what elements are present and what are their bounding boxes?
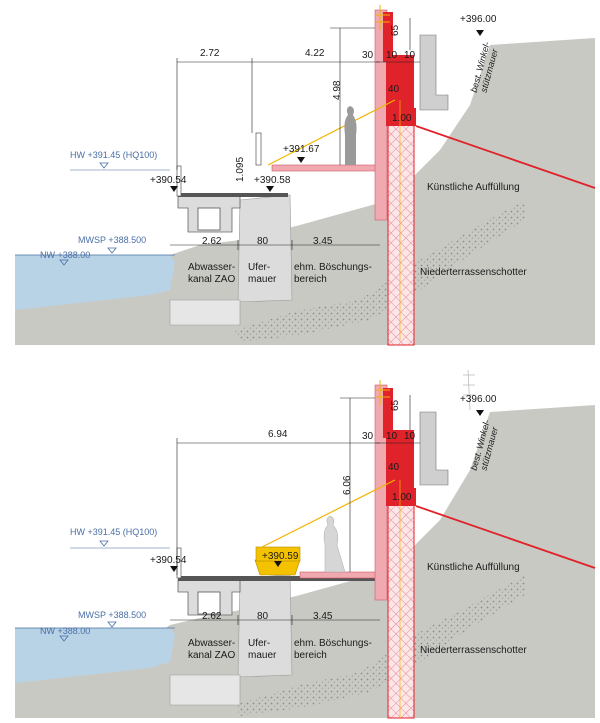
shore-wall xyxy=(237,574,293,678)
fill-label: Künstliche Auffüllung xyxy=(427,182,520,193)
dim-65: 65 xyxy=(390,24,401,36)
top-level: +396.00 xyxy=(460,14,497,25)
canal-label-1: Abwasser- xyxy=(188,638,235,649)
gravel-label: Niederterrassenschotter xyxy=(420,267,527,278)
dim-10b: 10 xyxy=(404,431,416,442)
dim-80: 80 xyxy=(257,611,269,622)
slope-label-1: ehm. Böschungs- xyxy=(294,262,372,273)
slope-label-2: bereich xyxy=(294,650,327,661)
canal-label-1: Abwasser- xyxy=(188,262,235,273)
level-39058: +390.58 xyxy=(254,175,291,186)
hw-label: HW +391.45 (HQ100) xyxy=(70,150,157,160)
water-body xyxy=(15,628,175,683)
sheet-pile xyxy=(387,119,415,346)
dim-10a: 10 xyxy=(386,431,398,442)
gravel-band xyxy=(235,575,525,716)
person-figure xyxy=(323,515,346,573)
fill-label: Künstliche Auffüllung xyxy=(427,562,520,573)
level-39167: +391.67 xyxy=(283,144,320,155)
dim-694: 6.94 xyxy=(268,429,288,440)
level-39054: +390.54 xyxy=(150,175,187,186)
dim-262: 2.62 xyxy=(202,611,222,622)
shore-label-2: mauer xyxy=(248,650,277,661)
level-39059: +390.59 xyxy=(262,551,299,562)
dim-345: 3.45 xyxy=(313,236,333,247)
dim-65: 65 xyxy=(390,399,401,411)
dim-100: 1.00 xyxy=(392,492,412,503)
dim-40: 40 xyxy=(388,84,400,95)
dim-345: 3.45 xyxy=(313,611,333,622)
dim-100: 1.00 xyxy=(392,113,412,124)
shore-label-2: mauer xyxy=(248,274,277,285)
nw-label: NW +388.00 xyxy=(40,626,90,636)
water-markers xyxy=(59,162,117,642)
existing-l-wall xyxy=(419,34,449,111)
shore-label-1: Ufer- xyxy=(248,262,270,273)
canal-base xyxy=(169,299,241,326)
canal-base xyxy=(169,674,241,706)
dim-30: 30 xyxy=(362,50,374,61)
dim-498: 4.98 xyxy=(332,80,343,100)
dim-10b: 10 xyxy=(404,50,416,61)
dim-80: 80 xyxy=(257,236,269,247)
nw-label: NW +388.00 xyxy=(40,250,90,260)
deck-slab xyxy=(271,164,383,172)
mwsp-label: MWSP +388.500 xyxy=(78,235,146,245)
sheet-pile xyxy=(387,504,415,719)
section-top: 2.72 4.22 30 10 10 65 4.98 40 1.00 1.095… xyxy=(15,5,596,346)
shore-label-1: Ufer- xyxy=(248,638,270,649)
hw-label: HW +391.45 (HQ100) xyxy=(70,527,157,537)
level-markers xyxy=(170,30,484,572)
deck-slab xyxy=(299,571,381,579)
level-39054: +390.54 xyxy=(150,555,187,566)
canal-label-2: kanal ZAO xyxy=(188,650,235,661)
dim-30: 30 xyxy=(362,431,374,442)
top-level: +396.00 xyxy=(460,394,497,405)
shore-wall xyxy=(237,194,293,303)
dim-262: 2.62 xyxy=(202,236,222,247)
dim-272: 2.72 xyxy=(200,48,220,59)
person-figure xyxy=(344,106,357,165)
mwsp-label: MWSP +388.500 xyxy=(78,610,146,620)
water-body xyxy=(15,255,175,310)
dim-422: 4.22 xyxy=(305,48,325,59)
gravel-label: Niederterrassenschotter xyxy=(420,645,527,656)
dim-10a: 10 xyxy=(386,50,398,61)
slope-label-2: bereich xyxy=(294,274,327,285)
dim-1095: 1.095 xyxy=(235,157,246,182)
gravel-band xyxy=(235,200,525,342)
canal-label-2: kanal ZAO xyxy=(188,274,235,285)
existing-l-wall xyxy=(419,411,449,486)
slope-label-1: ehm. Böschungs- xyxy=(294,638,372,649)
dim-40: 40 xyxy=(388,462,400,473)
section-bottom: 6.94 30 10 10 65 6.06 40 1.00 +396.00 +3… xyxy=(15,369,596,719)
dim-606: 6.06 xyxy=(342,475,353,495)
